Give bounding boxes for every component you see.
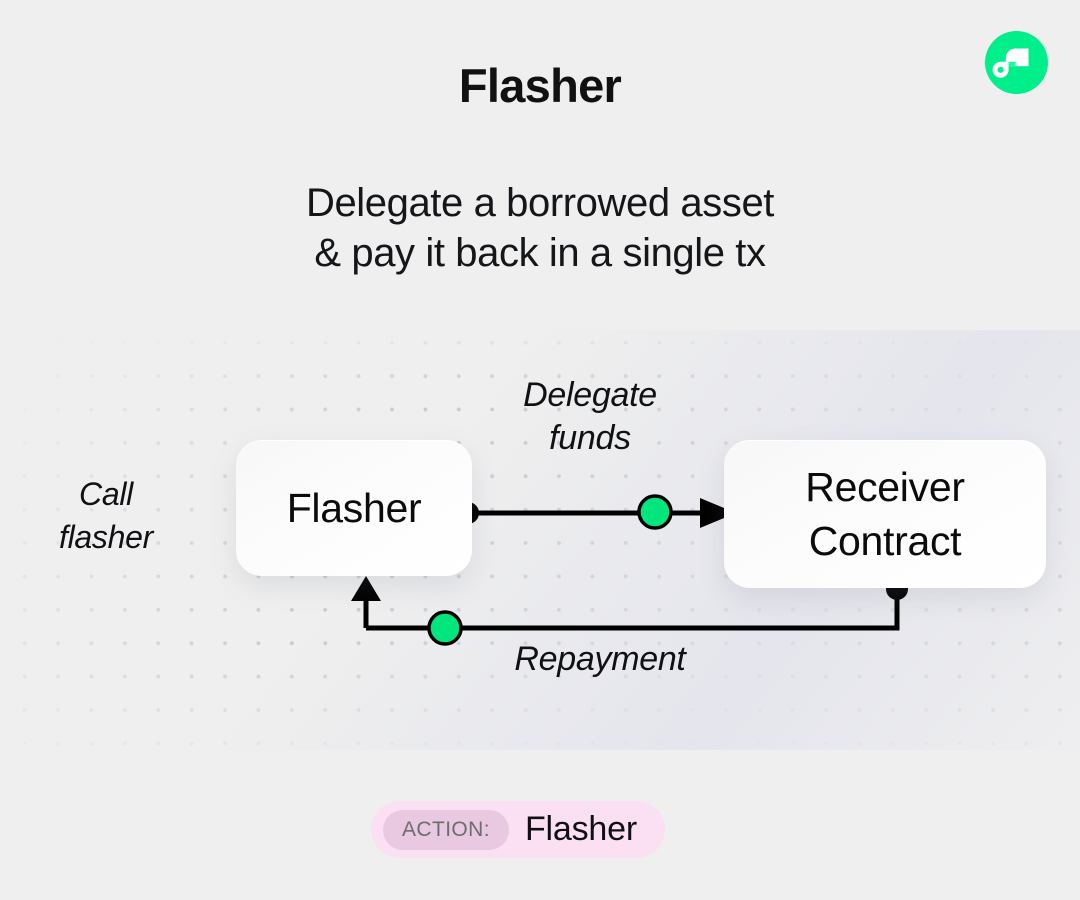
- node-receiver-contract[interactable]: Receiver Contract: [724, 440, 1046, 588]
- edge-label-repayment: Repayment: [514, 640, 686, 678]
- subtitle-line-2: & pay it back in a single tx: [314, 231, 766, 275]
- node-flasher-label: Flasher: [286, 484, 422, 531]
- edge-label-call-line-2: flasher: [59, 519, 153, 555]
- page-subtitle: Delegate a borrowed asset & pay it back …: [0, 178, 1080, 278]
- page-title: Flasher: [458, 59, 622, 112]
- flow-logo-icon: [985, 31, 1048, 94]
- node-flasher[interactable]: Flasher: [236, 440, 472, 576]
- subtitle-line-1: Delegate a borrowed asset: [305, 181, 775, 225]
- edge-label-delegate-funds: Delegate funds: [430, 374, 750, 460]
- edge-label-call-line-1: Call: [79, 476, 133, 512]
- action-badge-value: Flasher: [524, 810, 637, 848]
- edge-label-delegate-line-2: funds: [549, 419, 631, 457]
- edge-label-delegate-line-1: Delegate: [523, 376, 657, 414]
- action-badge[interactable]: ACTION: Flasher: [371, 801, 665, 858]
- action-badge-tag: ACTION:: [383, 809, 509, 850]
- node-receiver-label: Receiver Contract: [805, 460, 965, 568]
- node-receiver-label-line-1: Receiver: [805, 464, 965, 510]
- edge-label-call-flasher: Call flasher: [0, 473, 212, 559]
- node-receiver-label-line-2: Contract: [808, 518, 962, 564]
